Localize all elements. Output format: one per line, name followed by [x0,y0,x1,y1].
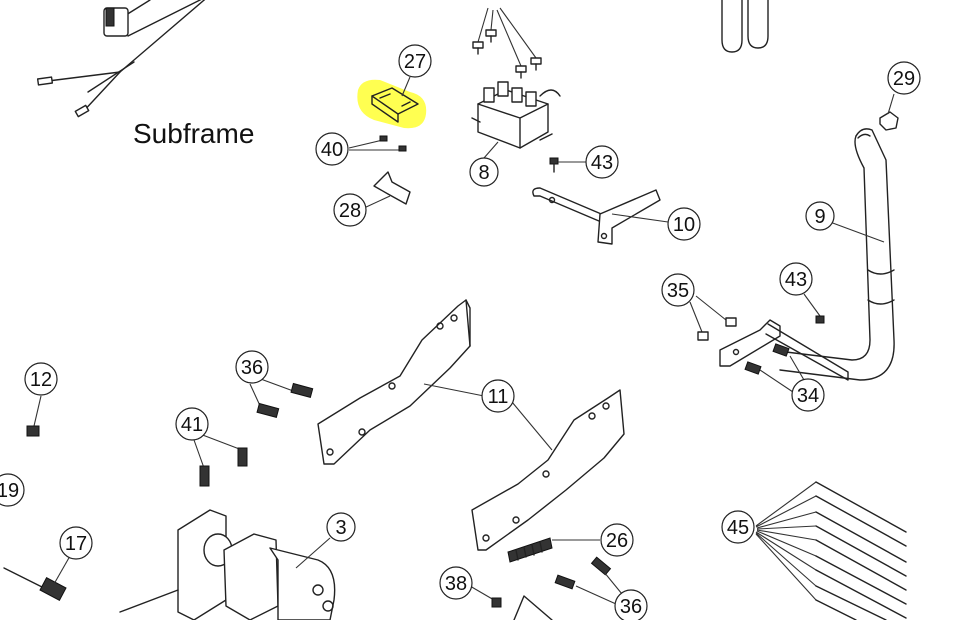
callout-27: 27 [398,44,432,78]
callout-19: 19 [0,473,25,507]
callout-28: 28 [333,193,367,227]
callout-11: 11 [481,379,515,413]
svg-text:29: 29 [893,68,915,90]
svg-text:9: 9 [814,206,825,228]
callout-9: 9 [805,201,835,231]
svg-text:45: 45 [727,517,749,539]
bolts-part-36-lower [513,556,623,620]
callout-17: 17 [59,526,93,560]
spokes-part-45 [755,481,907,620]
switch-with-wire [36,0,206,118]
svg-text:35: 35 [667,280,689,302]
contactor-part-8 [471,81,561,159]
callout-40: 40 [315,132,349,166]
svg-text:34: 34 [797,385,819,407]
callout-34: 34 [791,378,825,412]
handle-part-9 [779,128,895,381]
bolt-part-43-upper [549,157,588,173]
callout-43-right: 43 [779,262,813,296]
side-plates-part-11 [317,299,625,551]
svg-text:43: 43 [591,152,613,174]
hitch-bracket-part-34 [719,319,849,395]
svg-text:28: 28 [339,200,361,222]
svg-text:26: 26 [606,530,628,552]
callout-41: 41 [175,407,209,441]
cap-part-29 [879,93,899,131]
svg-text:19: 19 [0,480,19,502]
callout-8: 8 [469,157,499,187]
callout-10: 10 [667,207,701,241]
bolts-part-41 [193,433,248,487]
svg-text:41: 41 [181,414,203,436]
callout-12: 12 [24,362,58,396]
callout-45: 45 [721,510,755,544]
callout-26: 26 [600,523,634,557]
callout-38: 38 [439,566,473,600]
svg-text:8: 8 [478,162,489,184]
callout-29: 29 [887,61,921,95]
nut-part-38 [469,585,502,608]
svg-text:40: 40 [321,139,343,161]
svg-text:36: 36 [241,357,263,379]
pin-part-17 [3,555,71,602]
nuts-part-35 [689,295,737,341]
callout-35: 35 [661,273,695,307]
svg-text:27: 27 [404,51,426,73]
hook-bars [721,0,769,53]
bracket-part-27 [357,79,427,129]
plug-part-12 [26,395,42,437]
bolt-part-43-right [803,293,825,324]
callout-36-upper: 36 [235,350,269,384]
callout-3: 3 [326,512,356,542]
svg-text:38: 38 [445,573,467,595]
svg-text:12: 12 [30,369,52,391]
top-screws [472,7,542,79]
section-label: Subframe [133,118,254,149]
bracket-part-28 [363,171,411,209]
screws-part-40 [348,135,407,152]
svg-text:17: 17 [65,533,87,555]
svg-text:10: 10 [673,214,695,236]
winch-part-3 [119,509,336,620]
callout-36-lower: 36 [614,589,648,620]
svg-text:11: 11 [488,386,509,408]
svg-text:43: 43 [785,269,807,291]
mount-bar-part-10 [532,187,669,245]
bolts-part-36-upper [249,377,314,419]
svg-text:3: 3 [335,517,346,539]
spring-part-26 [507,537,600,563]
callout-43-upper: 43 [585,145,619,179]
svg-text:36: 36 [620,596,642,618]
